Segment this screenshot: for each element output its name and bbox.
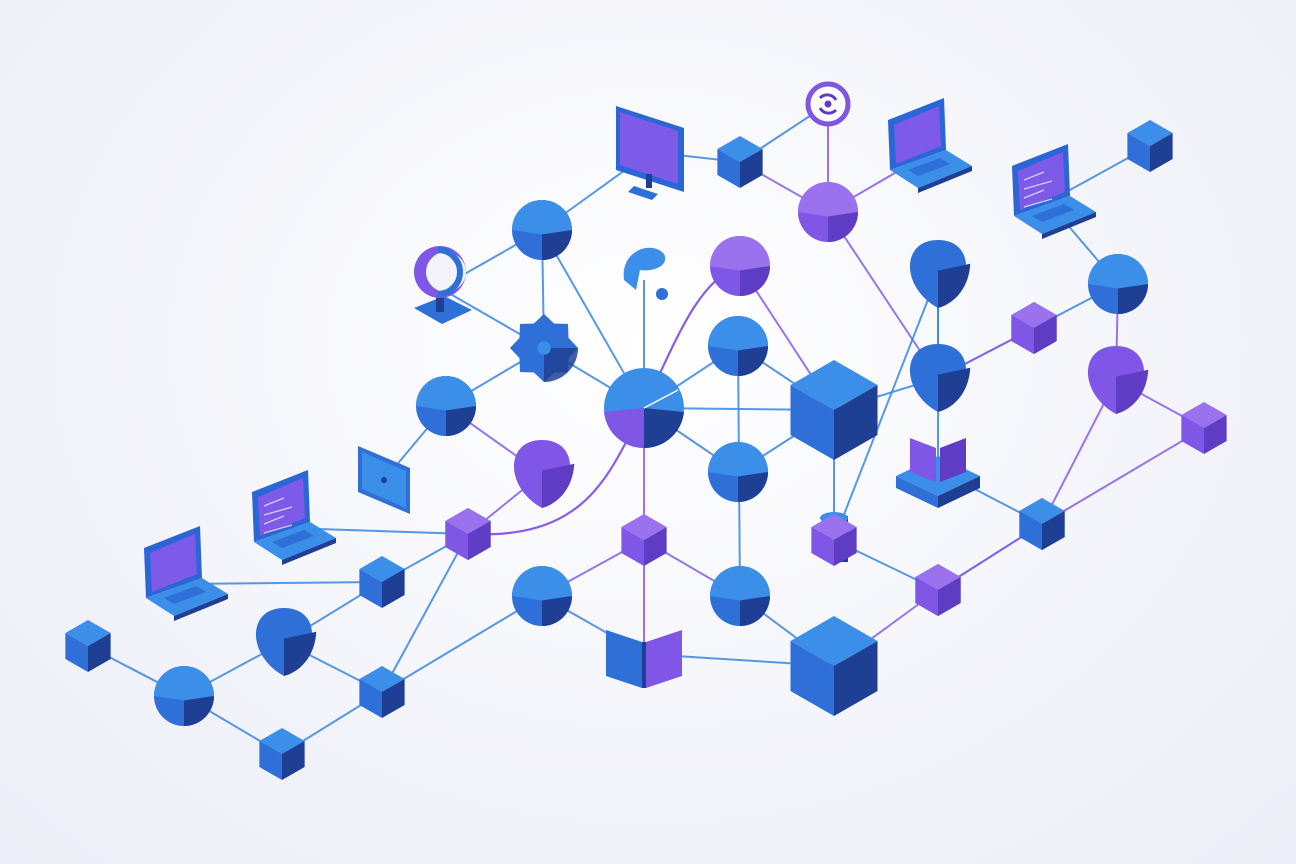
large-cube-icon bbox=[790, 616, 878, 716]
cube-icon bbox=[359, 666, 405, 718]
link-n4-d1 bbox=[179, 581, 383, 585]
sphere-icon bbox=[416, 376, 476, 436]
cube-icon bbox=[915, 564, 961, 616]
blob-node-icon bbox=[1087, 346, 1149, 414]
sphere-icon bbox=[154, 666, 214, 726]
large-cube-icon bbox=[790, 360, 878, 460]
sphere-icon bbox=[512, 566, 572, 626]
link-n26-n28 bbox=[833, 273, 939, 541]
laptop-code-icon bbox=[1012, 144, 1096, 239]
link-n6-n8 bbox=[381, 595, 543, 693]
cube-icon bbox=[621, 514, 667, 566]
link-n6-n7 bbox=[381, 533, 469, 693]
cube-icon bbox=[1019, 498, 1065, 550]
laptop-icon bbox=[144, 526, 228, 621]
location-pin-icon bbox=[623, 247, 668, 300]
sphere-icon bbox=[708, 316, 768, 376]
sync-badge-icon bbox=[805, 81, 851, 127]
monitor-icon bbox=[616, 106, 684, 200]
sphere-icon bbox=[708, 442, 768, 502]
shield-node-icon bbox=[909, 240, 971, 308]
hub-sphere-icon bbox=[604, 368, 684, 449]
cube-icon bbox=[1181, 402, 1227, 454]
laptop-code-icon bbox=[252, 470, 336, 565]
link-n37-n34 bbox=[1041, 427, 1205, 525]
sphere-icon bbox=[1088, 254, 1148, 314]
cube-icon bbox=[259, 728, 305, 780]
sphere-icon bbox=[710, 236, 770, 296]
shield-node-icon bbox=[909, 344, 971, 412]
blob-node-icon bbox=[513, 440, 575, 508]
cube-icon bbox=[811, 514, 857, 566]
webcam-icon bbox=[414, 246, 472, 324]
cube-icon bbox=[1011, 302, 1057, 354]
cube-icon bbox=[445, 508, 491, 560]
cube-icon bbox=[717, 136, 763, 188]
open-book-icon bbox=[606, 630, 682, 688]
cube-icon bbox=[1127, 120, 1173, 172]
sphere-icon bbox=[798, 182, 858, 242]
sphere-icon bbox=[512, 200, 572, 260]
nodes-layer bbox=[65, 81, 1227, 780]
shield-node-icon bbox=[255, 608, 317, 676]
cube-icon bbox=[65, 620, 111, 672]
sphere-icon bbox=[710, 566, 770, 626]
laptop-icon bbox=[888, 98, 972, 193]
tablet-icon bbox=[358, 446, 410, 514]
platform-book-icon bbox=[896, 438, 980, 508]
cube-icon bbox=[359, 556, 405, 608]
gear-icon bbox=[510, 314, 578, 382]
